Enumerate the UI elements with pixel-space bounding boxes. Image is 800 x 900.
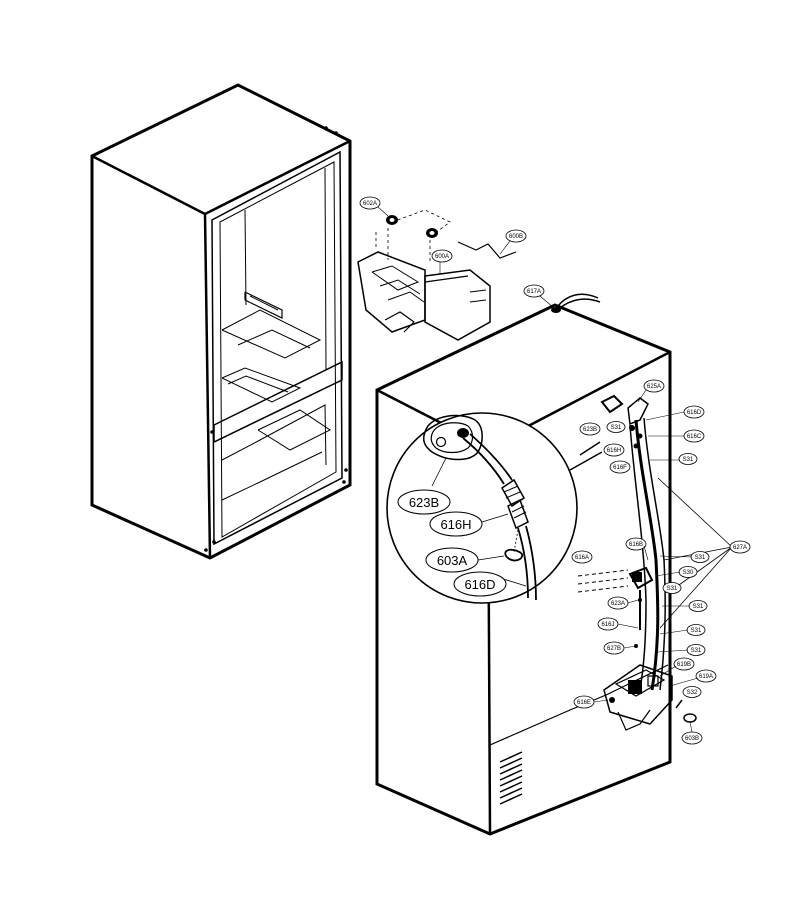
callout-616H-small: 616H <box>603 443 625 457</box>
callout-text: 625A <box>647 384 661 390</box>
callout-S31-c: S31 <box>690 551 710 563</box>
callout-text: S31 <box>611 425 622 431</box>
callout-627A: 627A <box>729 540 751 554</box>
callout-616D-small: 616D <box>683 405 705 419</box>
callout-text: S31 <box>683 457 694 463</box>
zoom-callout-616D: 616D <box>453 571 507 597</box>
callout-S31-g: S31 <box>686 644 706 656</box>
callout-text: 616D <box>464 577 495 592</box>
callout-619B: 619B <box>673 657 695 671</box>
callout-text: 616H <box>607 448 621 454</box>
callout-S30: S30 <box>678 566 698 578</box>
ice-maker-assembly <box>357 209 517 341</box>
callout-text: 616C <box>687 434 702 440</box>
callout-625A: 625A <box>643 379 665 393</box>
callout-text: 616E <box>577 700 591 706</box>
callout-616B: 616B <box>625 537 647 551</box>
left-cabinet <box>90 83 352 560</box>
callout-text: S31 <box>695 555 706 561</box>
callout-S31-d: S31 <box>662 582 682 594</box>
callout-627B: 627B <box>603 641 625 655</box>
callout-text: 616D <box>687 410 702 416</box>
zoom-callout-616H: 616H <box>429 511 483 537</box>
callout-S31-f: S31 <box>686 624 706 636</box>
callout-text: 623B <box>583 427 597 433</box>
callout-text: 616H <box>440 517 471 532</box>
callout-616A: 616A <box>571 550 593 564</box>
callout-leaders <box>377 206 699 733</box>
callout-text: 602A <box>363 201 377 207</box>
callout-S32: S32 <box>682 686 702 698</box>
callout-text: 627B <box>607 646 621 652</box>
callout-600A: 600A <box>431 249 453 263</box>
callout-text: 616F <box>613 465 627 471</box>
callout-text: S31 <box>667 586 678 592</box>
callout-623B-small: 623B <box>579 422 601 436</box>
callout-text: 619A <box>699 674 713 680</box>
callout-616J: 616J <box>597 617 619 631</box>
zoom-callout-603A: 603A <box>425 547 479 573</box>
rear-vent-grille <box>499 751 523 805</box>
callout-603B: 603B <box>681 731 703 745</box>
callout-text: 603A <box>437 553 468 568</box>
zoom-callout-623B: 623B <box>397 489 451 515</box>
callout-S31-a: S31 <box>606 421 626 433</box>
callout-602A: 602A <box>359 196 381 210</box>
callout-text: S31 <box>693 604 704 610</box>
callout-616F: 616F <box>609 460 631 474</box>
callout-S31-b: S31 <box>678 453 698 465</box>
callout-617A: 617A <box>523 284 545 298</box>
callout-text: S31 <box>691 628 702 634</box>
callout-616E: 616E <box>573 695 595 709</box>
callout-text: 600A <box>435 254 449 260</box>
callout-text: S32 <box>687 690 698 696</box>
callout-text: 600B <box>509 234 523 240</box>
callout-text: 623B <box>409 495 439 510</box>
callout-text: 616A <box>575 555 589 561</box>
callout-text: 616B <box>629 542 643 548</box>
callout-text: 616J <box>601 622 614 628</box>
callout-text: 617A <box>527 289 541 295</box>
water-tube-assembly <box>577 394 733 731</box>
callout-text: S31 <box>691 648 702 654</box>
callout-text: 619B <box>677 662 691 668</box>
callout-text: 623A <box>611 601 625 607</box>
callout-616C: 616C <box>683 429 705 443</box>
callout-600B: 600B <box>505 229 527 243</box>
callout-619A: 619A <box>695 669 717 683</box>
callout-S31-e: S31 <box>688 600 708 612</box>
callout-623A: 623A <box>607 596 629 610</box>
callout-text: 603B <box>685 736 699 742</box>
callout-text: S30 <box>683 570 694 576</box>
callout-text: 627A <box>733 545 747 551</box>
